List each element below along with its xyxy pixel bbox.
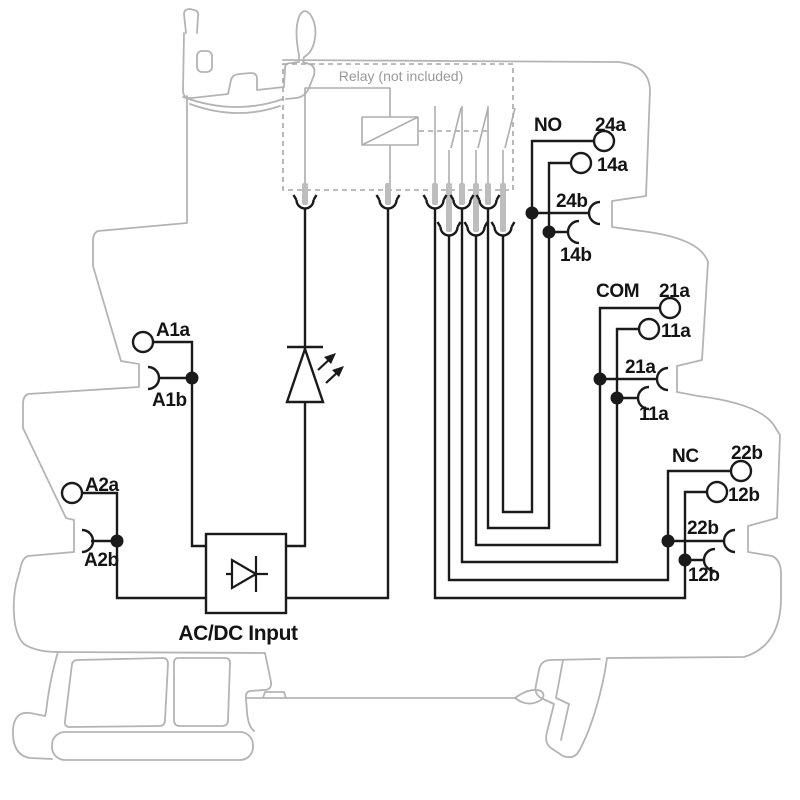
rectifier-diode-triangle bbox=[230, 558, 259, 590]
relay-contact-switches bbox=[434, 106, 516, 184]
label-22b-plug: 22b bbox=[731, 443, 763, 464]
wire-a2 bbox=[81, 491, 206, 600]
group-label-nc: NC bbox=[672, 446, 699, 467]
wire-led-coil bbox=[286, 209, 307, 548]
din-rail-bump bbox=[262, 691, 287, 699]
label-24b: 24b bbox=[556, 191, 588, 212]
group-label-com: COM bbox=[596, 281, 639, 302]
relay-box-label: Relay (not included) bbox=[339, 68, 464, 84]
label-a2a: A2a bbox=[85, 475, 119, 496]
label-12b-base: 12b bbox=[688, 565, 720, 586]
label-12b-plug: 12b bbox=[728, 485, 760, 506]
relay-pins bbox=[302, 183, 506, 232]
foot-right-claw-inner bbox=[555, 659, 570, 741]
relay-coil-lead-left bbox=[304, 87, 391, 184]
socket-14b bbox=[566, 219, 580, 245]
wire-no-14 bbox=[486, 161, 571, 530]
foot-window-left bbox=[63, 657, 169, 728]
acdc-input-label: AC/DC Input bbox=[178, 622, 298, 645]
terminal-14a bbox=[569, 151, 593, 175]
socket-a2b bbox=[81, 528, 95, 554]
label-22b-base: 22b bbox=[687, 518, 719, 539]
foot-right-edge bbox=[244, 652, 273, 732]
socket-21a bbox=[655, 366, 669, 392]
foot-window-right bbox=[173, 657, 231, 727]
wire-nc-12 bbox=[433, 209, 707, 600]
relay-coil-diagonal bbox=[361, 116, 419, 146]
housing-right-profile bbox=[282, 59, 782, 659]
led-arrow-1-head bbox=[324, 353, 336, 364]
label-21a-base: 21a bbox=[625, 357, 656, 378]
wire-com-11 bbox=[460, 209, 639, 564]
top-bracket-hole bbox=[196, 50, 213, 73]
label-21a-plug: 21a bbox=[659, 281, 690, 302]
socket-24b bbox=[587, 200, 601, 226]
circuit-wiring bbox=[60, 129, 753, 615]
wire-no-24 bbox=[501, 139, 594, 514]
label-24a: 24a bbox=[595, 115, 626, 136]
wire-a1 bbox=[152, 340, 206, 548]
group-label-no: NO bbox=[534, 115, 562, 136]
label-11a-plug: 11a bbox=[661, 321, 691, 342]
foot-slider bbox=[51, 731, 254, 761]
terminal-11a bbox=[637, 317, 661, 341]
label-a1a: A1a bbox=[156, 320, 190, 341]
label-11a-base: 11a bbox=[639, 404, 669, 425]
junction-dots bbox=[110, 206, 692, 567]
top-bracket-neck-upper bbox=[182, 96, 284, 108]
terminal-22b bbox=[729, 459, 753, 483]
relay-not-included-box bbox=[282, 63, 516, 232]
socket-a1b bbox=[147, 365, 161, 391]
circle-terminals bbox=[60, 129, 753, 505]
top-bracket-post bbox=[183, 8, 200, 34]
socket-12b bbox=[702, 547, 716, 573]
wire-nc-22 bbox=[447, 236, 731, 582]
label-14b: 14b bbox=[560, 245, 592, 266]
acdc-input-block bbox=[204, 532, 288, 615]
top-bracket-body bbox=[182, 10, 317, 100]
socket-fork-contacts bbox=[292, 194, 516, 237]
terminal-a1a bbox=[131, 330, 155, 354]
label-14a: 14a bbox=[597, 155, 628, 176]
relay-dashed-outline bbox=[282, 63, 514, 191]
diagram-labels: Relay (not included) NO 24a 14a 24b 14b … bbox=[84, 68, 763, 645]
foot-ledge bbox=[57, 651, 266, 654]
terminal-12b bbox=[705, 480, 729, 504]
wire-coil-return bbox=[286, 209, 390, 600]
socket-22b bbox=[722, 528, 736, 554]
socket-terminals bbox=[81, 200, 736, 573]
terminal-24a bbox=[592, 129, 616, 153]
din-rail-housing-outline bbox=[12, 8, 782, 761]
led-arrow-2-head bbox=[332, 366, 344, 377]
label-a2b: A2b bbox=[84, 550, 119, 571]
housing-left-profile bbox=[12, 95, 188, 653]
top-bracket-neck-lower bbox=[189, 103, 281, 114]
wire-com-21 bbox=[474, 236, 660, 547]
foot-right-claw bbox=[534, 657, 608, 759]
terminal-21a bbox=[658, 296, 682, 320]
din-rail-tip bbox=[514, 689, 545, 705]
terminal-a2a bbox=[60, 481, 84, 505]
led-indicator bbox=[285, 345, 344, 404]
foot-left-hook bbox=[12, 651, 59, 760]
label-a1b: A1b bbox=[152, 390, 187, 411]
socket-11a bbox=[636, 385, 650, 411]
